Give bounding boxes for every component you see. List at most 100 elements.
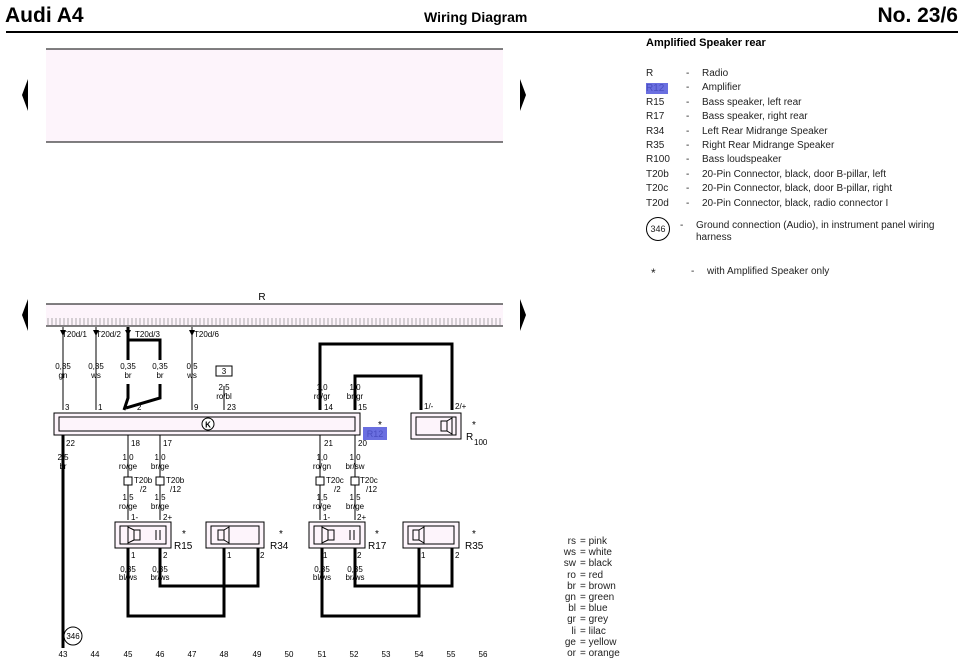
color-code: ws xyxy=(563,547,576,559)
speaker-star: * xyxy=(182,529,186,540)
wire-size: 1,0 xyxy=(316,383,328,392)
color-code: gn xyxy=(564,592,576,604)
speaker-icon xyxy=(321,526,335,544)
legend-dash: - xyxy=(686,183,690,195)
next-page-arrow-radio[interactable] xyxy=(520,299,526,331)
t20-name: T20b xyxy=(134,476,153,485)
speaker-star: * xyxy=(375,529,379,540)
wire-size: 2,5 xyxy=(57,453,69,462)
legend-desc: 20-Pin Connector, black, radio connector… xyxy=(702,197,889,209)
amp-label: R12 xyxy=(367,429,384,439)
legend-code: T20d xyxy=(646,197,669,209)
diagram-number: No. 23/6 xyxy=(877,4,958,27)
speaker-r35: 1 2 R35 * xyxy=(402,521,484,560)
color-name: orange xyxy=(588,648,620,660)
color-code-row: ro= red xyxy=(562,570,620,581)
legend-code: R xyxy=(646,68,654,79)
color-name: white xyxy=(588,547,612,559)
t20-connector xyxy=(350,476,360,486)
t20-labels: T20b /2 T20b /12 T20c /2 T20c /12 xyxy=(134,476,378,494)
legend-dash: - xyxy=(686,68,690,79)
legend-row: R15-Bass speaker, left rear xyxy=(646,96,946,110)
wire-color: ro/ge xyxy=(313,502,332,511)
page-col: 49 xyxy=(253,650,262,659)
color-code-row: ge= yellow xyxy=(562,637,620,648)
amplifier-inner xyxy=(58,416,356,432)
legend-dash: - xyxy=(686,139,690,151)
t20-pin: /12 xyxy=(366,485,378,494)
wire-color-codes: rs= pink ws= white sw= black ro= red br=… xyxy=(562,536,620,659)
legend-desc: 20-Pin Connector, black, door B-pillar, … xyxy=(702,183,893,195)
amp-label-box xyxy=(363,427,387,440)
prev-page-arrow-radio[interactable] xyxy=(22,299,28,331)
page-col: 50 xyxy=(285,650,294,659)
wire-color: ro/ge xyxy=(119,502,138,511)
color-code-row: bl= blue xyxy=(562,603,620,614)
color-name: green xyxy=(588,592,615,604)
header-rule xyxy=(6,31,958,33)
speaker-pin: 2 xyxy=(357,551,362,560)
wire-size: 1,5 xyxy=(154,493,166,502)
star-symbol: * xyxy=(651,265,656,280)
pin-marker xyxy=(93,330,99,336)
speaker-inner xyxy=(210,525,260,545)
r100-sub: 100 xyxy=(474,438,488,447)
pin-label: 1 xyxy=(98,403,103,412)
legend-desc: Bass loudspeaker xyxy=(702,154,782,166)
legend-desc: 20-Pin Connector, black, door B-pillar, … xyxy=(702,168,886,180)
page-col: 46 xyxy=(156,650,165,659)
speaker-pin: 1 xyxy=(421,551,426,560)
speaker-icon xyxy=(127,526,141,544)
fuse-ref: 3 xyxy=(222,367,227,376)
prev-page-arrow-upper[interactable] xyxy=(22,79,28,111)
fuse-ref-box xyxy=(215,365,233,377)
wire-color: br xyxy=(59,462,66,471)
legend-dash: - xyxy=(686,82,690,94)
legend-code: R100 xyxy=(646,154,670,166)
pin-marker xyxy=(125,330,131,336)
wire-color: br xyxy=(124,371,131,380)
wire-color: ro/ge xyxy=(119,462,138,471)
color-code: ro xyxy=(567,569,576,581)
ground-label: 346 xyxy=(66,632,80,641)
color-name: red xyxy=(588,569,604,581)
legend-row: R35-Right Rear Midrange Speaker xyxy=(646,139,946,153)
speaker-label: R17 xyxy=(368,541,387,552)
speaker-label: R34 xyxy=(270,541,289,552)
speaker-r34: 1 2 R34 * xyxy=(205,521,289,560)
t20-pin: /12 xyxy=(170,485,182,494)
pin-label: 3 xyxy=(65,403,70,412)
legend-code: T20c xyxy=(646,183,669,195)
amp-star: * xyxy=(378,420,382,431)
legend-dash: - xyxy=(680,219,684,231)
next-page-arrow-upper[interactable] xyxy=(520,79,526,111)
wire-size: 2,5 xyxy=(218,383,230,392)
model-name: Audi A4 xyxy=(5,4,84,27)
color-code-row: gn= green xyxy=(562,592,620,603)
speaker-r17: 1- 2+ 1 2 R17 * xyxy=(308,513,387,560)
legend-row: T20b-20-Pin Connector, black, door B-pil… xyxy=(646,168,946,182)
radio-bar xyxy=(46,304,503,326)
legend-desc: Bass speaker, right rear xyxy=(702,111,808,123)
connector-label: T20d/2 xyxy=(96,330,121,339)
r17-r35-wire-a xyxy=(320,548,421,618)
r100-pin: 1/- xyxy=(424,402,434,411)
wire-color: br/sw xyxy=(345,462,364,471)
speaker-pin: 1 xyxy=(323,551,328,560)
pin-label: 17 xyxy=(163,439,172,448)
wire-color: ro/bl xyxy=(216,392,232,401)
t20-connectors xyxy=(123,476,360,486)
connector-label: T20d/3 xyxy=(135,330,160,339)
color-name: yellow xyxy=(588,636,617,648)
legend-dash: - xyxy=(686,197,690,209)
legend-code: R15 xyxy=(646,96,665,108)
color-code-row: or= orange xyxy=(562,648,620,659)
pin-label: 18 xyxy=(131,439,140,448)
speaker-icon xyxy=(412,526,425,544)
legend-desc: Amplifier xyxy=(702,82,741,94)
legend-row: R-Radio xyxy=(646,67,946,81)
r15-r34-wire-b xyxy=(158,548,260,588)
wire-size: 1,0 xyxy=(316,453,328,462)
page-col: 56 xyxy=(479,650,488,659)
